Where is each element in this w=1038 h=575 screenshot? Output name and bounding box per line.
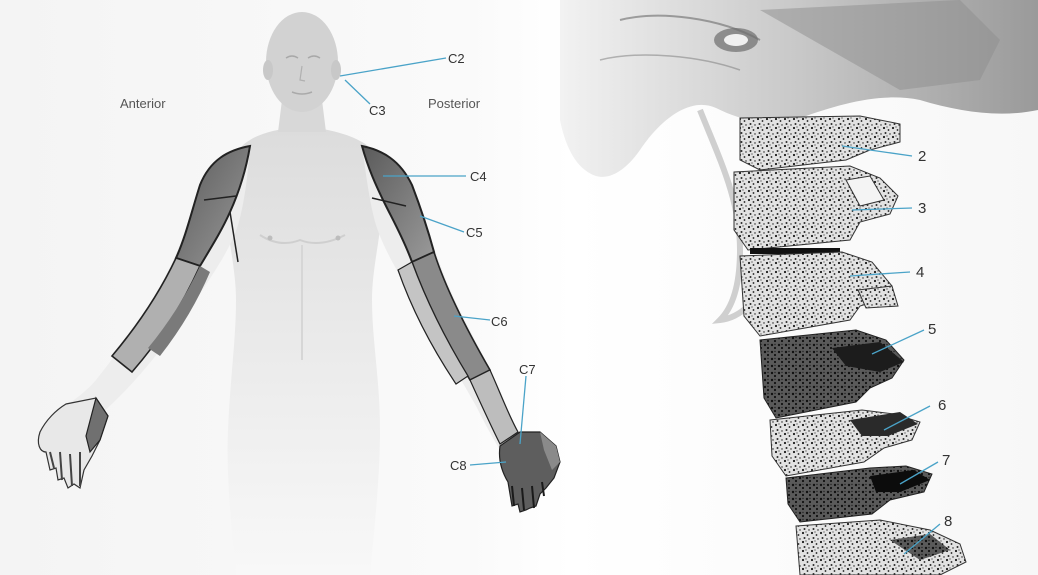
dermatome-label-c2: C2: [448, 51, 465, 66]
human-figure: [38, 12, 560, 575]
vertebra-c2: [740, 116, 900, 170]
vertebra-c4: [740, 252, 898, 336]
vertebra-c5: [760, 330, 904, 418]
vertebra-t1: [796, 520, 966, 575]
vertebra-label-7: 7: [942, 452, 950, 469]
vertebra-c7: [786, 466, 932, 522]
dermatome-label-c5: C5: [466, 225, 483, 240]
torso: [226, 126, 383, 575]
vertebra-label-4: 4: [916, 264, 924, 281]
dermatome-label-c3: C3: [369, 103, 386, 118]
dermatome-label-c4: C4: [470, 169, 487, 184]
vertebra-label-5: 5: [928, 321, 936, 338]
vertebra-label-6: 6: [938, 397, 946, 414]
dermatome-label-c8: C8: [450, 458, 467, 473]
vertebra-label-2: 2: [918, 148, 926, 165]
spine-illustration: [560, 0, 1038, 575]
leader-c2: [340, 58, 446, 76]
leader-c3: [345, 80, 370, 104]
anterior-label: Anterior: [120, 96, 166, 111]
posterior-label: Posterior: [428, 96, 481, 111]
dermatome-label-c7: C7: [519, 362, 536, 377]
vertebra-label-8: 8: [944, 513, 952, 530]
dermatome-label-c6: C6: [491, 314, 508, 329]
head: [266, 12, 338, 112]
vertebra-c3: [734, 166, 898, 250]
vertebra-label-3: 3: [918, 200, 926, 217]
